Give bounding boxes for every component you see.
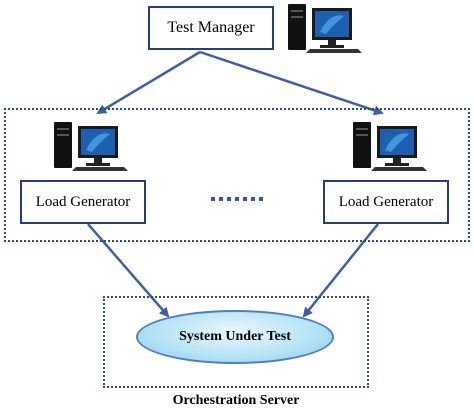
arrow-lg2-to-sut bbox=[302, 223, 379, 318]
ellipsis-dot bbox=[227, 197, 231, 201]
computer-icon bbox=[353, 122, 427, 171]
ellipsis-dot bbox=[243, 197, 247, 201]
more-generators-ellipsis bbox=[211, 197, 263, 203]
test-manager-box: Test Manager bbox=[148, 6, 274, 50]
test-manager-label: Test Manager bbox=[167, 19, 255, 36]
load-generator-label-2: Load Generator bbox=[338, 193, 434, 210]
ellipsis-dot bbox=[219, 197, 223, 201]
ellipsis-dot bbox=[259, 197, 263, 201]
computer-icon bbox=[54, 122, 128, 171]
load-generator-group bbox=[4, 108, 470, 242]
arrow-tm-to-lg1 bbox=[96, 50, 201, 115]
orchestration-server-group bbox=[103, 296, 369, 388]
arrow-lg1-to-sut bbox=[87, 223, 170, 318]
load-generator-box-2: Load Generator bbox=[323, 180, 449, 224]
ellipsis-dot bbox=[235, 197, 239, 201]
orchestration-server-label: Orchestration Server bbox=[172, 393, 300, 408]
system-under-test-ellipse: System Under Test bbox=[136, 310, 334, 364]
arrow-tm-to-lg2 bbox=[199, 50, 384, 116]
computer-icon bbox=[288, 4, 362, 53]
ellipsis-dot bbox=[251, 197, 255, 201]
load-generator-label-1: Load Generator bbox=[35, 193, 131, 210]
ellipsis-dot bbox=[211, 197, 215, 201]
system-under-test-label: System Under Test bbox=[179, 329, 291, 344]
load-generator-box-1: Load Generator bbox=[20, 180, 146, 224]
